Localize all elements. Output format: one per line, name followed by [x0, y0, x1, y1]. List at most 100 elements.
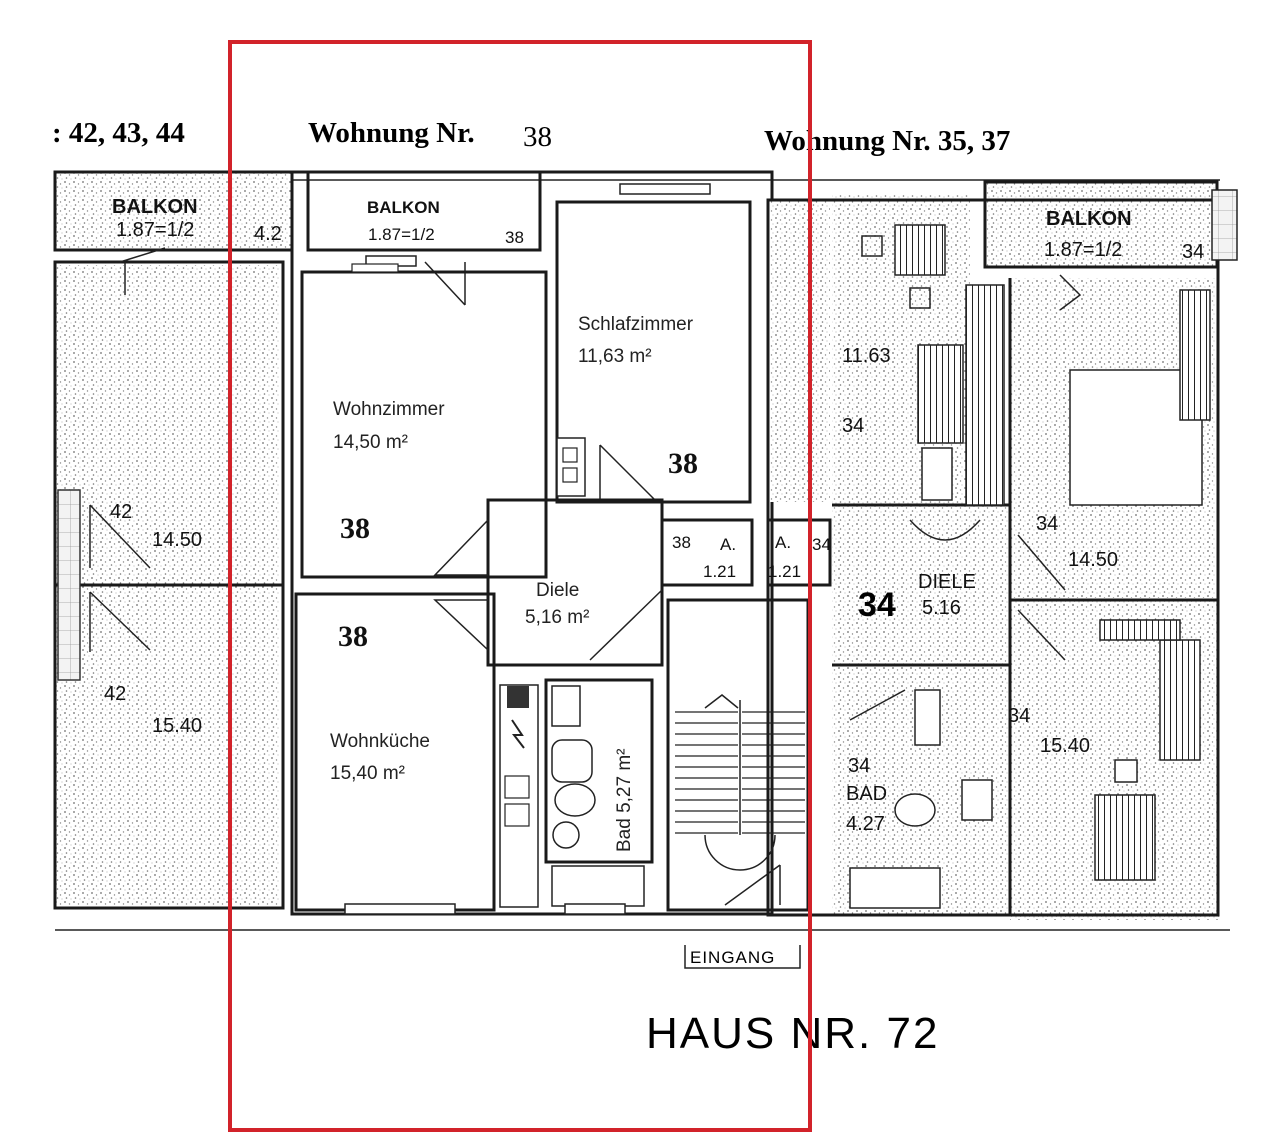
left-living-area: 14.50 [152, 529, 202, 551]
abstell-area: 1.21 [703, 562, 736, 581]
right-diele-number: 34 [858, 586, 896, 624]
kitchen-gas-symbol [511, 719, 525, 749]
right-tub [849, 867, 941, 909]
right-brick-edge [1211, 189, 1238, 261]
wohnzimmer-number: 38 [340, 512, 370, 545]
right-cabinet [965, 284, 1005, 506]
center-balcony-door [424, 261, 466, 306]
right-bad-name: BAD [846, 783, 887, 805]
right-table [1094, 794, 1156, 881]
right-abstell-area: 1.21 [768, 562, 801, 581]
bad-room [544, 678, 654, 864]
diele-area: 5,16 m² [525, 607, 589, 628]
stairwell-wall [666, 598, 810, 912]
diele-door-lower-left [433, 599, 489, 651]
left-door-lower [89, 591, 151, 652]
entrance-marker [684, 945, 801, 969]
right-bad-number: 34 [848, 755, 870, 777]
wohnkueche-name: Wohnküche [330, 731, 430, 752]
bad-label: Bad 5,27 m² [614, 749, 635, 853]
center-heading: Wohnung Nr. [308, 117, 475, 149]
kitchen-window [344, 903, 456, 915]
schlafzimmer-name: Schlafzimmer [578, 314, 694, 335]
right-balcony-number: 34 [1182, 241, 1204, 263]
entrance-door [724, 864, 781, 906]
bad-toilet [554, 783, 596, 817]
right-bedroom-area: 11.63 [842, 345, 891, 367]
diele-door-right [589, 589, 663, 661]
right-balcony-fill [985, 182, 1217, 267]
right-chair [1114, 759, 1138, 783]
bad-window [564, 903, 626, 915]
right-kitchen-area: 15.40 [1040, 735, 1090, 757]
stair-steps [675, 711, 805, 834]
center-unit: BALKON 1.87=1/2 38 Wohnzimmer 14,50 m² 3… [290, 170, 774, 916]
right-kitchen-unit [1159, 639, 1201, 761]
right-strip-fill [768, 200, 830, 502]
right-sink-curve [909, 519, 981, 541]
diele-room [486, 498, 664, 667]
wohnzimmer-area: 14,50 m² [333, 432, 408, 453]
left-kitchen-number: 42 [104, 683, 126, 705]
right-bedroom-number: 34 [842, 415, 864, 437]
right-diele-name: DIELE [918, 571, 976, 593]
right-living-door [1017, 534, 1066, 591]
stairwell: EINGANG [666, 598, 810, 969]
left-balcony-name: BALKON [112, 196, 198, 218]
left-door-upper [89, 504, 151, 569]
center-balcony-size: 1.87=1/2 [368, 225, 435, 244]
kitchen-counter [499, 684, 539, 908]
center-heading-number: 38 [523, 121, 552, 153]
right-counter [1099, 619, 1181, 641]
heater-box-b [562, 467, 578, 483]
left-kitchen-area: 15.40 [152, 715, 202, 737]
left-balcony-fill [55, 172, 292, 250]
wohnkueche-number: 38 [338, 620, 368, 653]
right-stove [961, 779, 993, 821]
right-balcony-size: 1.87=1/2 [1044, 239, 1122, 261]
heater-box-a [562, 447, 578, 463]
right-shelf [1179, 289, 1211, 421]
bad-tub [551, 865, 645, 907]
right-abstell-room [766, 518, 832, 587]
right-abstell-number: 34 [812, 535, 831, 554]
left-stair-strip [57, 489, 81, 681]
right-lamp-a [861, 235, 883, 257]
right-unit: BALKON 1.87=1/2 34 11.63 34 34 14.50 A. … [766, 180, 1238, 920]
wohnkueche-area: 15,40 m² [330, 763, 405, 784]
diele-name: Diele [536, 580, 579, 601]
left-unit: BALKON 1.87=1/2 4.2 42 14.50 42 15.40 [53, 170, 294, 910]
wohnkueche-room [294, 592, 496, 912]
schlafzimmer-room [555, 200, 752, 504]
highlight-frame [228, 40, 812, 1132]
diele-door-left [433, 519, 489, 576]
right-wardrobe [917, 344, 964, 444]
right-living-number: 34 [1036, 513, 1058, 535]
stove-top-a [504, 775, 530, 799]
schlafzimmer-window [619, 183, 711, 195]
right-heater [921, 447, 953, 501]
left-balcony-number: 4.2 [254, 223, 282, 245]
kitchen-boiler [507, 686, 529, 708]
right-balcony-name: BALKON [1046, 208, 1132, 230]
right-heading: Wohnung Nr. 35, 37 [764, 125, 1010, 157]
bad-washer [551, 685, 581, 727]
abstell-number: 38 [672, 533, 691, 552]
center-balcony-number: 38 [505, 228, 524, 247]
right-bad-area: 4.27 [846, 813, 885, 835]
abstell-name: A. [720, 535, 736, 554]
bad-sink [551, 739, 593, 783]
right-toilet [894, 793, 936, 827]
right-abstell-name: A. [775, 533, 791, 552]
house-label: HAUS NR. 72 [646, 1009, 939, 1058]
schlafzimmer-heater [556, 437, 586, 497]
wohnzimmer-window [351, 263, 399, 273]
entrance-label: EINGANG [690, 948, 775, 967]
center-balcony-name: BALKON [367, 198, 440, 217]
right-kitchen-number: 34 [1008, 705, 1030, 727]
left-balcony-door [119, 247, 166, 295]
wohnzimmer-name: Wohnzimmer [333, 399, 445, 420]
abstell-room [660, 518, 754, 587]
wohnzimmer-room [300, 270, 548, 579]
